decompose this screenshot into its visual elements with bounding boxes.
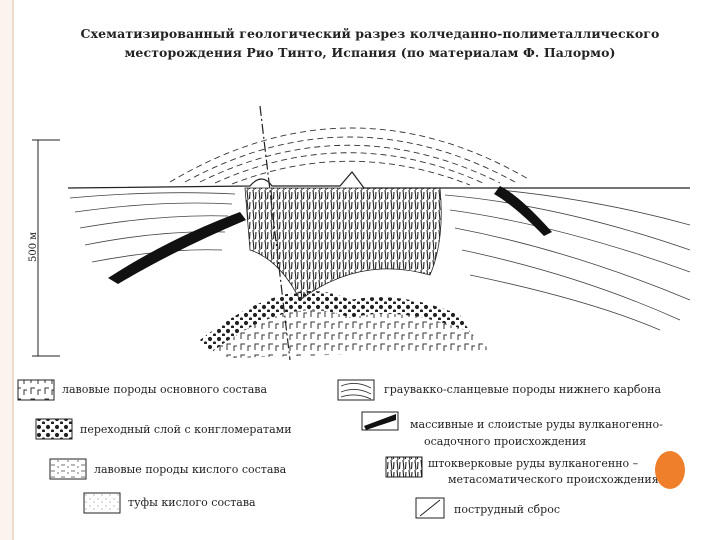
legend-swatch-fault: [416, 498, 444, 518]
legend-label-basic-lava: лавовые породы основного состава: [62, 383, 267, 396]
legend-label-stockwork-line1: штокверковые руды вулканогенно –: [428, 457, 638, 470]
legend-swatch-basic-lava: [18, 380, 54, 400]
legend-swatch-massive-ore: [362, 412, 398, 430]
right-flank-layers: [445, 190, 690, 330]
legend-label-stockwork-line2: метасоматического происхождения: [448, 473, 659, 486]
legend-label-acid-tuff: туфы кислого состава: [128, 496, 256, 509]
orange-marker-circle: [655, 451, 685, 489]
ground-surface: [68, 172, 690, 188]
legend-label-greywacke: граувакко-сланцевые породы нижнего карбо…: [384, 383, 661, 396]
eroded-strata-arcs: [170, 128, 530, 185]
legend-label-massive-ore-line2: осадочного происхождения: [424, 435, 586, 448]
legend-label-fault: пострудный сброс: [454, 503, 560, 516]
legend-label-acid-lava: лавовые породы кислого состава: [94, 463, 286, 476]
legend-swatch-acid-lava: [50, 459, 86, 479]
legend-label-massive-ore-line1: массивные и слоистые руды вулканогенно-: [410, 418, 663, 431]
legend-label-conglomerate: переходный слой с конгломератами: [80, 423, 292, 436]
legend-swatch-acid-tuff: [84, 493, 120, 513]
massive-ore-left: [108, 212, 246, 284]
legend-swatch-greywacke: [338, 380, 374, 400]
legend-swatch-stockwork: [386, 457, 422, 477]
massive-ore-right: [494, 186, 552, 236]
stockwork-ore-body: [245, 188, 441, 300]
scale-label: 500 м: [28, 232, 39, 262]
legend-swatch-conglomerate: [36, 419, 72, 439]
